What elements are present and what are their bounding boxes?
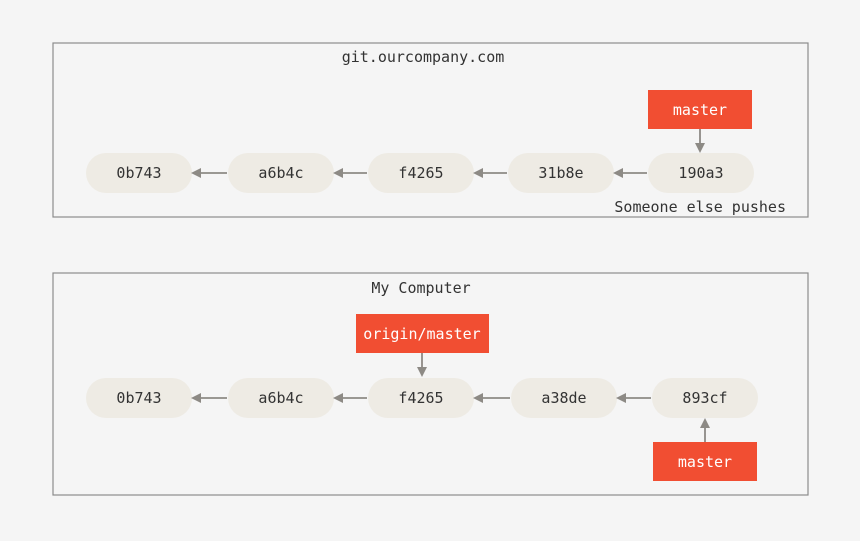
local-commit-a38de: a38de [511,378,617,418]
remote-commit-f4265-label: f4265 [398,164,443,182]
local-branch-origin-master-label: origin/master [363,325,480,343]
local-commit-a6b4c-pill [228,378,334,418]
local-branch-master-box [653,442,757,481]
remote-commit-190a3-label: 190a3 [678,164,723,182]
remote-commit-190a3-pill [648,153,754,193]
local-branch-master-label: master [678,453,732,471]
remote-commit-a6b4c: a6b4c [228,153,334,193]
remote-commit-31b8e-pill [508,153,614,193]
local-commit-f4265: f4265 [368,378,474,418]
local-commit-0b743-pill [86,378,192,418]
remote-commit-0b743: 0b743 [86,153,192,193]
local-branch-master: master [653,442,757,481]
local-commit-0b743-label: 0b743 [116,389,161,407]
remote-commit-a6b4c-pill [228,153,334,193]
local-branch-origin-master: origin/master [356,314,489,353]
local-commit-a6b4c-label: a6b4c [258,389,303,407]
remote-commit-0b743-pill [86,153,192,193]
remote-commit-31b8e: 31b8e [508,153,614,193]
remote-note: Someone else pushes [614,198,786,216]
local-commit-893cf: 893cf [652,378,758,418]
remote-panel-border [52,42,809,218]
remote-commit-31b8e-label: 31b8e [538,164,583,182]
remote-commit-f4265-pill [368,153,474,193]
local-commit-893cf-pill [652,378,758,418]
remote-commit-0b743-label: 0b743 [116,164,161,182]
local-commit-a6b4c: a6b4c [228,378,334,418]
remote-branch-master-label: master [673,101,727,119]
remote-commit-a6b4c-label: a6b4c [258,164,303,182]
local-panel: My Computer origin/master 0b743 a6b4c f4… [52,272,809,496]
local-commit-f4265-label: f4265 [398,389,443,407]
remote-panel: git.ourcompany.com master 0b743 a6b4c f4… [52,42,809,218]
remote-commit-190a3: 190a3 [648,153,754,193]
remote-title: git.ourcompany.com [342,48,505,66]
remote-commit-f4265: f4265 [368,153,474,193]
local-commit-a38de-label: a38de [541,389,586,407]
local-commit-893cf-label: 893cf [682,389,727,407]
remote-branch-master-box [648,90,752,129]
remote-branch-master: master [648,90,752,129]
local-commit-f4265-pill [368,378,474,418]
local-title: My Computer [371,279,470,297]
local-commit-0b743: 0b743 [86,378,192,418]
local-panel-border [52,272,809,496]
local-commit-a38de-pill [511,378,617,418]
local-branch-origin-master-box [356,314,489,353]
